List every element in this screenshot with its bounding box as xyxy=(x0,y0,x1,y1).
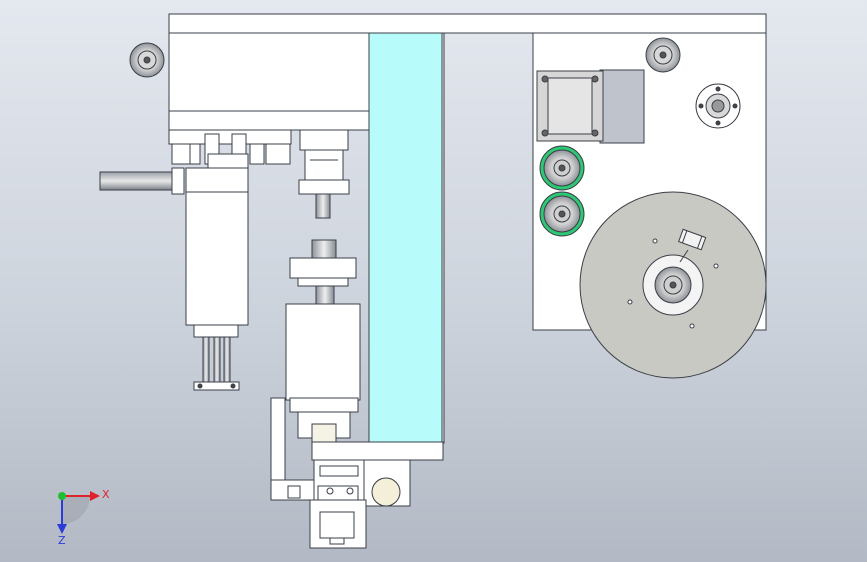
left-rod-endplate xyxy=(193,381,240,391)
axis-triad: X Z xyxy=(57,488,110,547)
left-mount-block-lower xyxy=(168,110,370,131)
left-guide-rods xyxy=(202,336,231,383)
center-lower-actuator xyxy=(285,239,361,443)
left-cylinder-cap xyxy=(193,324,239,338)
gripper-clamp-assembly xyxy=(168,129,292,169)
z-axis-arrow xyxy=(57,524,67,534)
left-vertical-cylinder xyxy=(185,167,249,193)
idler-roller-top-left xyxy=(129,42,165,78)
tape-reel-disc xyxy=(579,191,767,379)
x-axis-label: X xyxy=(102,488,110,501)
center-press-head xyxy=(298,129,350,219)
z-axis-label: Z xyxy=(58,534,66,547)
vertical-conveyor-belt xyxy=(368,32,443,444)
x-axis-arrow xyxy=(90,491,100,501)
y-axis-dot xyxy=(58,492,66,500)
top-frame-bar xyxy=(168,13,767,34)
left-cylinder-body xyxy=(185,191,249,326)
conveyor-base-plate xyxy=(311,441,444,461)
bottom-roller xyxy=(371,477,401,507)
left-mount-block xyxy=(168,32,370,112)
side-air-cylinder xyxy=(99,167,185,195)
belt-guide-strip xyxy=(441,32,445,444)
triad-shadow xyxy=(62,496,90,524)
bottom-cutter-assembly xyxy=(309,459,411,549)
lower-l-bracket xyxy=(270,397,318,501)
bearing-flange xyxy=(695,83,741,129)
idler-roller-top-right xyxy=(645,37,681,73)
motor-window xyxy=(599,69,645,144)
drive-roller-lower xyxy=(539,191,585,237)
drive-roller-upper xyxy=(539,145,585,191)
